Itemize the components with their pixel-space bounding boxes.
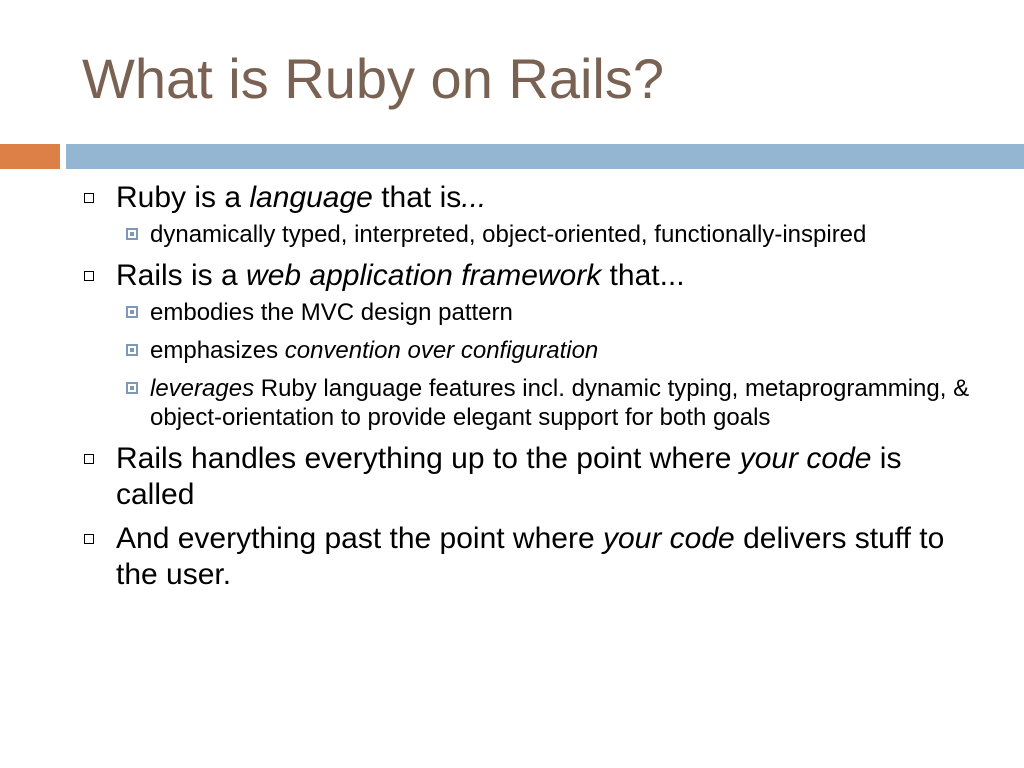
sub-bullet-group-2: embodies the MVC design pattern emphasiz…: [80, 298, 980, 432]
slide-content: Ruby is a language that is... dynamicall…: [80, 180, 980, 601]
hollow-square-bullet-icon: [84, 534, 94, 544]
square-bullet-icon: [126, 306, 138, 318]
bullet-ruby-language: Ruby is a language that is...: [80, 180, 980, 216]
hollow-square-bullet-icon: [84, 193, 94, 203]
slide-title: What is Ruby on Rails?: [82, 47, 665, 110]
square-bullet-icon: [126, 228, 138, 240]
sub-bullet-group-1: dynamically typed, interpreted, object-o…: [80, 220, 980, 249]
bullet-everything-past: And everything past the point where your…: [80, 521, 980, 593]
sub-bullet-leverages: leverages Ruby language features incl. d…: [80, 374, 980, 432]
bullet-rails-handles: Rails handles everything up to the point…: [80, 441, 980, 513]
accent-bar-blue: [66, 144, 1024, 169]
hollow-square-bullet-icon: [84, 454, 94, 464]
sub-bullet-ruby-traits: dynamically typed, interpreted, object-o…: [80, 220, 980, 249]
accent-bar-orange: [0, 144, 60, 169]
square-bullet-icon: [126, 382, 138, 394]
sub-bullet-mvc: embodies the MVC design pattern: [80, 298, 980, 327]
square-bullet-icon: [126, 344, 138, 356]
bullet-rails-framework: Rails is a web application framework tha…: [80, 258, 980, 294]
sub-bullet-convention: emphasizes convention over configuration: [80, 336, 980, 365]
hollow-square-bullet-icon: [84, 271, 94, 281]
